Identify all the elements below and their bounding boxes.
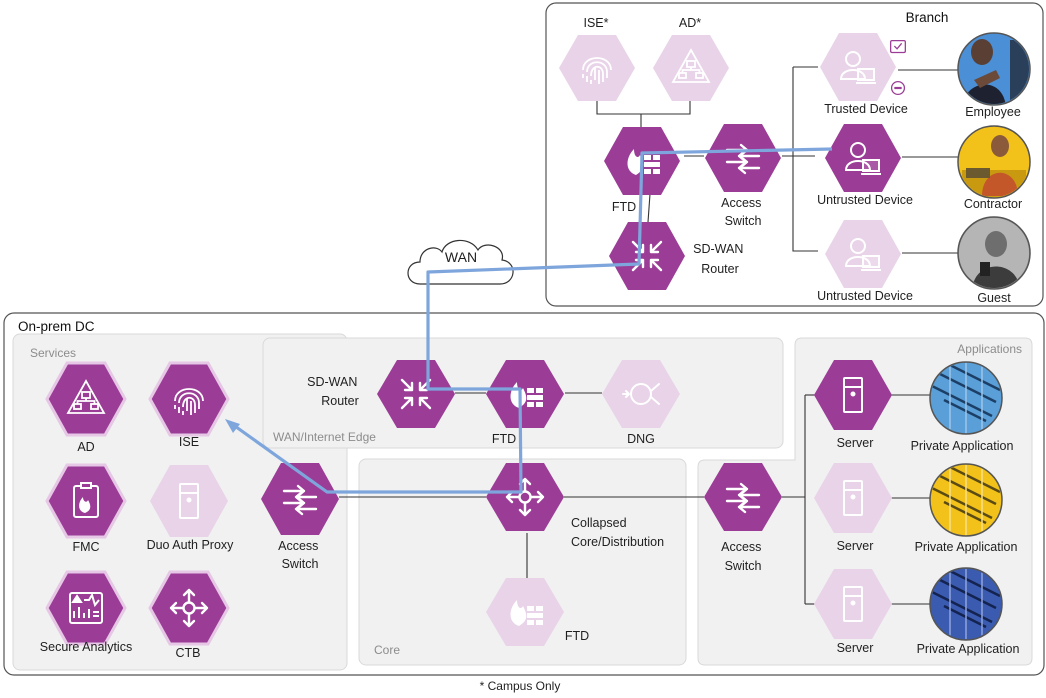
traffic-path [231, 147, 833, 494]
fmc-label: FMC [72, 540, 99, 554]
branch-ise-label: ISE* [583, 16, 608, 30]
collapsed-core-node[interactable] [486, 463, 564, 531]
contractor-photo [957, 125, 1031, 199]
dc-sdwan-router-node[interactable] [377, 360, 455, 428]
employee-label: Employee [965, 105, 1021, 119]
dng-label: DNG [627, 432, 655, 446]
services-zone-label: Services [30, 346, 76, 360]
ctb-node[interactable] [148, 570, 230, 646]
fmc-node[interactable] [45, 463, 127, 539]
server-1-label: Server [837, 436, 874, 450]
core-ftd-node[interactable] [486, 578, 564, 646]
duo-auth-proxy-label: Duo Auth Proxy [147, 538, 235, 552]
dc-ise-label: ISE [179, 435, 199, 449]
branch-ad-label: AD* [679, 16, 701, 30]
applications-zone-label: Applications [957, 342, 1022, 356]
server-3-label: Server [837, 641, 874, 655]
untrusted-device-2-label: Untrusted Device [817, 289, 913, 303]
contractor-label: Contractor [964, 197, 1022, 211]
wan-label: WAN [445, 249, 477, 265]
private-application-2-label: Private Application [915, 540, 1018, 554]
core-ftd-label: FTD [565, 629, 589, 643]
branch-ad-node[interactable] [653, 35, 729, 101]
secure-analytics-label: Secure Analytics [40, 640, 132, 654]
connector-lines [339, 66, 960, 605]
footnote: * Campus Only [480, 679, 561, 693]
shield-badge-icon [890, 39, 906, 54]
server-node-3[interactable] [814, 569, 892, 639]
dc-access-switch-left-node[interactable] [261, 463, 339, 535]
dc-ad-node[interactable] [45, 361, 127, 437]
private-application-photo-2 [929, 463, 1003, 537]
branch-sdwan-router-label: SD-WAN Router [693, 242, 747, 276]
private-application-3-label: Private Application [917, 642, 1020, 656]
block-badge-icon [890, 80, 906, 96]
dc-sdwan-router-label: SD-WAN Router [307, 375, 361, 408]
dc-title: On-prem DC [18, 319, 95, 334]
private-application-photo-1 [929, 361, 1003, 435]
untrusted-device-node-1[interactable] [825, 124, 901, 192]
dng-node[interactable] [602, 360, 680, 428]
traffic-path-arrowhead [225, 419, 240, 433]
branch-ise-node[interactable] [559, 35, 635, 101]
guest-photo [957, 216, 1031, 290]
core-zone-label: Core [374, 643, 400, 657]
secure-analytics-node[interactable] [45, 570, 127, 646]
dc-access-switch-left-label: Access Switch [278, 539, 322, 571]
dc-access-switch-right-label: Access Switch [721, 540, 765, 573]
dc-ftd-node[interactable] [486, 360, 564, 428]
private-application-photo-3 [929, 567, 1003, 641]
server-node-1[interactable] [814, 360, 892, 430]
guest-label: Guest [977, 291, 1011, 305]
branch-access-switch-label: Access Switch [721, 196, 765, 228]
branch-title: Branch [906, 10, 949, 25]
untrusted-device-node-2[interactable] [825, 220, 901, 288]
dc-frame [3, 312, 1045, 676]
dc-ftd-label: FTD [492, 432, 516, 446]
trusted-device-label: Trusted Device [824, 102, 908, 116]
employee-photo [957, 32, 1031, 106]
untrusted-device-1-label: Untrusted Device [817, 193, 913, 207]
dc-access-switch-right-node[interactable] [704, 463, 782, 531]
wan-edge-zone-label: WAN/Internet Edge [273, 430, 376, 444]
branch-frame [545, 2, 1044, 307]
branch-sdwan-router-node[interactable] [609, 222, 685, 290]
branch-access-switch-node[interactable] [705, 124, 781, 192]
ctb-label: CTB [176, 646, 201, 660]
server-node-2[interactable] [814, 463, 892, 533]
duo-auth-proxy-node[interactable] [150, 465, 228, 537]
server-2-label: Server [837, 539, 874, 553]
core-zone [358, 458, 687, 666]
trusted-device-node[interactable] [820, 33, 906, 101]
branch-ftd-label: FTD [612, 200, 636, 214]
collapsed-core-label: Collapsed Core/Distribution [571, 516, 664, 549]
private-application-1-label: Private Application [911, 439, 1014, 453]
dc-ise-node[interactable] [148, 361, 230, 437]
dc-ad-label: AD [77, 440, 94, 454]
